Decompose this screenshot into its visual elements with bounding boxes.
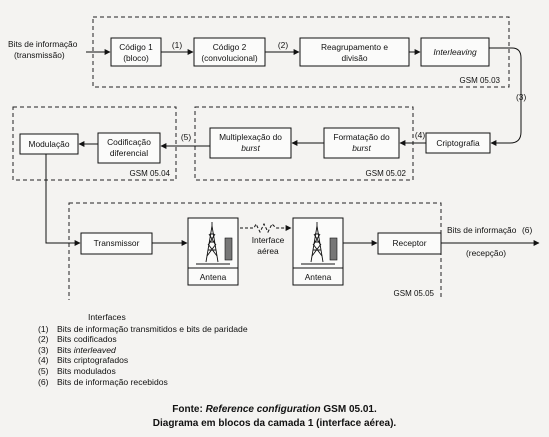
air-interface-line1: Interface: [252, 235, 285, 245]
legend-num: (5): [38, 365, 49, 376]
legend-item: (2) Bits codificados: [38, 334, 248, 345]
block-codigo-1-line2: (bloco): [123, 53, 149, 63]
legend-title: Interfaces: [88, 312, 126, 322]
block-multiplexacao-line1: Multiplexação do: [219, 132, 282, 142]
block-interleaving: Interleaving: [420, 37, 490, 67]
equipment-icon: [224, 237, 233, 261]
output-marker: (6): [522, 225, 532, 235]
block-receptor: Receptor: [377, 232, 442, 255]
block-formatacao: Formatação do burst: [323, 127, 400, 159]
block-codigo-2-line1: Código 2: [213, 42, 247, 52]
legend-item: (1) Bits de informação transmitidos e bit…: [38, 324, 248, 335]
antenna-rx: Antena: [292, 217, 344, 286]
group-label-0504: GSM 05.04: [130, 169, 171, 178]
block-transmissor-label: Transmissor: [94, 238, 140, 248]
legend-item: (5) Bits modulados: [38, 366, 248, 377]
equipment-icon: [329, 237, 338, 261]
legend-num: (6): [38, 376, 49, 387]
block-codigo-2-line2: (convolucional): [201, 53, 258, 63]
input-label: Bits de informação: [8, 39, 78, 49]
legend-text: Bits criptografados: [57, 355, 129, 366]
block-reagrupamento: Reagrupamento e divisão: [299, 37, 410, 67]
legend-text: Bits de informação transmitidos e bits d…: [57, 323, 248, 334]
block-codificacao-line1: Codificação: [107, 137, 151, 147]
block-transmissor: Transmissor: [80, 232, 153, 255]
output-sublabel: (recepção): [466, 248, 506, 258]
marker-2: (2): [278, 40, 288, 50]
legend-num: (1): [38, 323, 49, 334]
block-criptografia: Criptografia: [425, 132, 491, 154]
group-label-0505: GSM 05.05: [394, 289, 435, 298]
block-receptor-label: Receptor: [393, 238, 427, 248]
block-multiplexacao-line2: burst: [241, 143, 260, 153]
marker-1: (1): [172, 40, 182, 50]
block-reagrupamento-line2: divisão: [341, 53, 367, 63]
legend-num: (3): [38, 344, 49, 355]
caption-source-suffix: GSM 05.01.: [320, 404, 377, 415]
legend-item: (4) Bits criptografados: [38, 355, 248, 366]
antenna-tower-icon: [196, 222, 230, 265]
legend-text-prefix: Bits: [57, 344, 74, 355]
block-modulacao: Modulação: [19, 133, 79, 155]
caption-source-emph: Reference configuration: [205, 404, 321, 415]
legend: Interfaces (1) Bits de informação transmi…: [38, 312, 248, 387]
block-multiplexacao: Multiplexação do burst: [209, 127, 292, 159]
block-interleaving-label: Interleaving: [433, 47, 477, 57]
antenna-rx-label: Antena: [305, 272, 332, 282]
input-sublabel: (transmissão): [14, 50, 65, 60]
caption-source-prefix: Fonte:: [172, 404, 206, 415]
antenna-tx: Antena: [187, 217, 239, 286]
legend-num: (2): [38, 334, 49, 345]
group-label-0503: GSM 05.03: [460, 76, 501, 85]
block-codificacao-line2: diferencial: [110, 148, 148, 158]
antenna-tx-label: Antena: [200, 272, 227, 282]
air-link-arrow: [240, 222, 292, 234]
caption-source: Fonte: Reference configuration GSM 05.01…: [0, 404, 549, 415]
legend-text: Bits de informação recebidos: [57, 376, 168, 387]
block-formatacao-line2: burst: [352, 143, 371, 153]
legend-text: Bits modulados: [57, 365, 116, 376]
block-modulacao-label: Modulação: [29, 139, 70, 149]
marker-3: (3): [516, 92, 526, 102]
block-codigo-2: Código 2 (convolucional): [193, 37, 266, 67]
marker-4: (4): [415, 130, 425, 140]
legend-item: (6) Bits de informação recebidos: [38, 377, 248, 388]
legend-item: (3) Bits interleaved: [38, 345, 248, 356]
block-diagram: GSM 05.03 GSM 05.02 GSM 05.04 GSM 05.05 …: [8, 16, 540, 300]
block-codificacao: Codificação diferencial: [97, 132, 161, 164]
block-codigo-1-line1: Código 1: [119, 42, 153, 52]
legend-text-emph: interleaved: [73, 344, 116, 355]
group-gsm-0503: GSM 05.03: [92, 16, 510, 88]
caption-title: Diagrama em blocos da camada 1 (interfac…: [152, 418, 397, 429]
group-gsm-0504: GSM 05.04: [12, 106, 177, 181]
block-codigo-1: Código 1 (bloco): [110, 37, 162, 67]
arrow-modulacao: [45, 154, 81, 246]
group-label-0502: GSM 05.02: [366, 169, 407, 178]
legend-text: Bits codificados: [57, 334, 117, 345]
block-formatacao-line1: Formatação do: [333, 132, 390, 142]
block-reagrupamento-line1: Reagrupamento e: [321, 42, 388, 52]
output-label: Bits de informação: [447, 225, 517, 235]
air-interface-line2: aérea: [257, 246, 279, 256]
marker-5: (5): [181, 132, 191, 142]
legend-num: (4): [38, 355, 49, 366]
arrow-3: [489, 47, 522, 146]
block-criptografia-label: Criptografia: [436, 138, 480, 148]
antenna-tower-icon: [301, 222, 335, 265]
